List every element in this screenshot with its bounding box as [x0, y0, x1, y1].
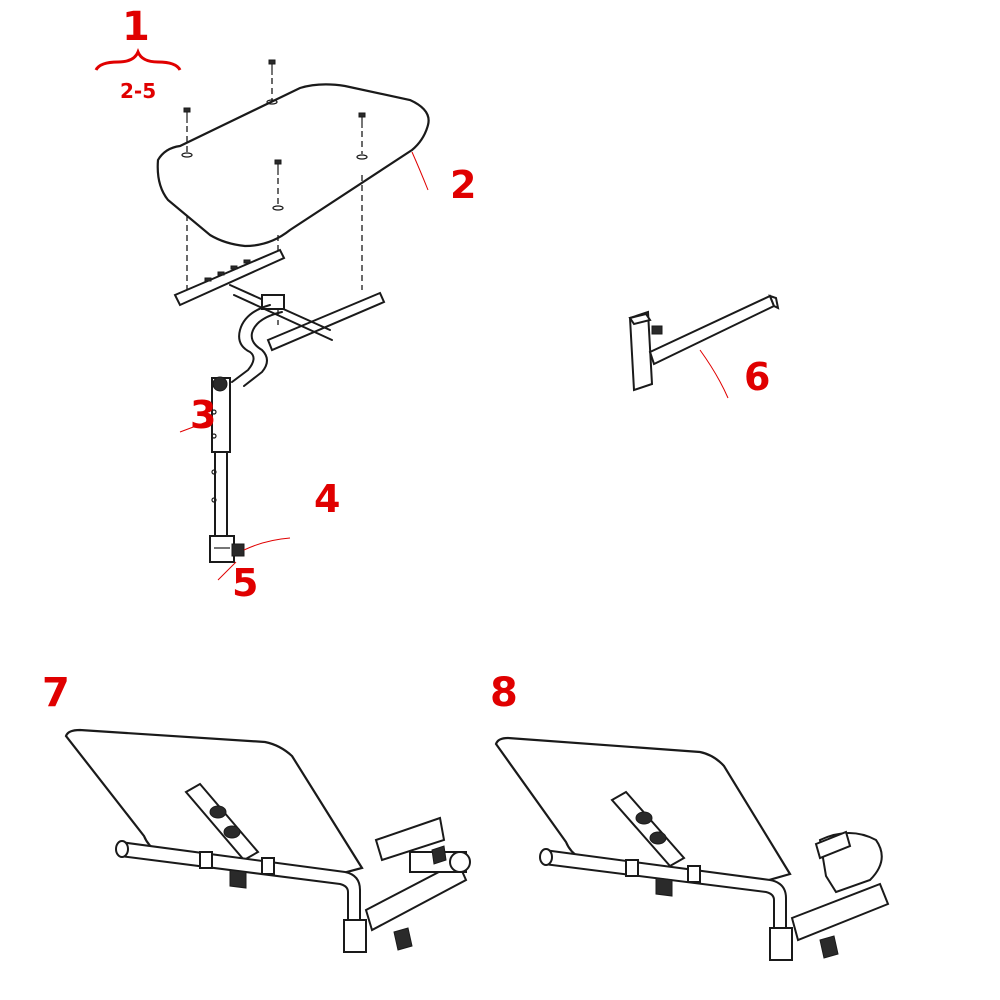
callout-3-label: 3	[190, 393, 216, 437]
callout-4-label: 4	[314, 477, 340, 521]
leader-line-3	[179, 419, 213, 433]
front-rail	[173, 248, 286, 307]
rail-slots	[204, 259, 251, 282]
callout-2-label: 2	[450, 163, 476, 207]
vertical-post	[211, 376, 231, 537]
mount-bracket	[628, 294, 780, 392]
callout-group-1: 1 2-5	[94, 4, 182, 103]
screw-icon	[272, 159, 284, 211]
screw-icon	[181, 107, 193, 158]
callout-1-range-label: 2-5	[120, 79, 156, 103]
curved-arm	[231, 304, 283, 387]
callout-1-label: 1	[122, 4, 150, 50]
leader-line-2	[411, 151, 429, 191]
leader-line-4	[243, 537, 291, 551]
tray-panel	[156, 83, 430, 248]
exploded-assembly	[156, 59, 430, 563]
leader-line-6	[699, 349, 729, 399]
screw-icon	[266, 59, 278, 105]
screw-icon	[356, 112, 368, 160]
leader-line-5	[217, 561, 237, 581]
rear-rail	[266, 291, 386, 352]
assembled-view-8	[494, 736, 890, 961]
callout-5-label: 5	[232, 561, 258, 605]
brace-icon	[94, 47, 182, 71]
bottom-clamp	[209, 535, 245, 563]
assembled-view-7	[64, 728, 471, 953]
callout-7-label: 7	[42, 670, 70, 716]
callout-6-label: 6	[744, 355, 770, 399]
callout-8-label: 8	[490, 670, 518, 716]
